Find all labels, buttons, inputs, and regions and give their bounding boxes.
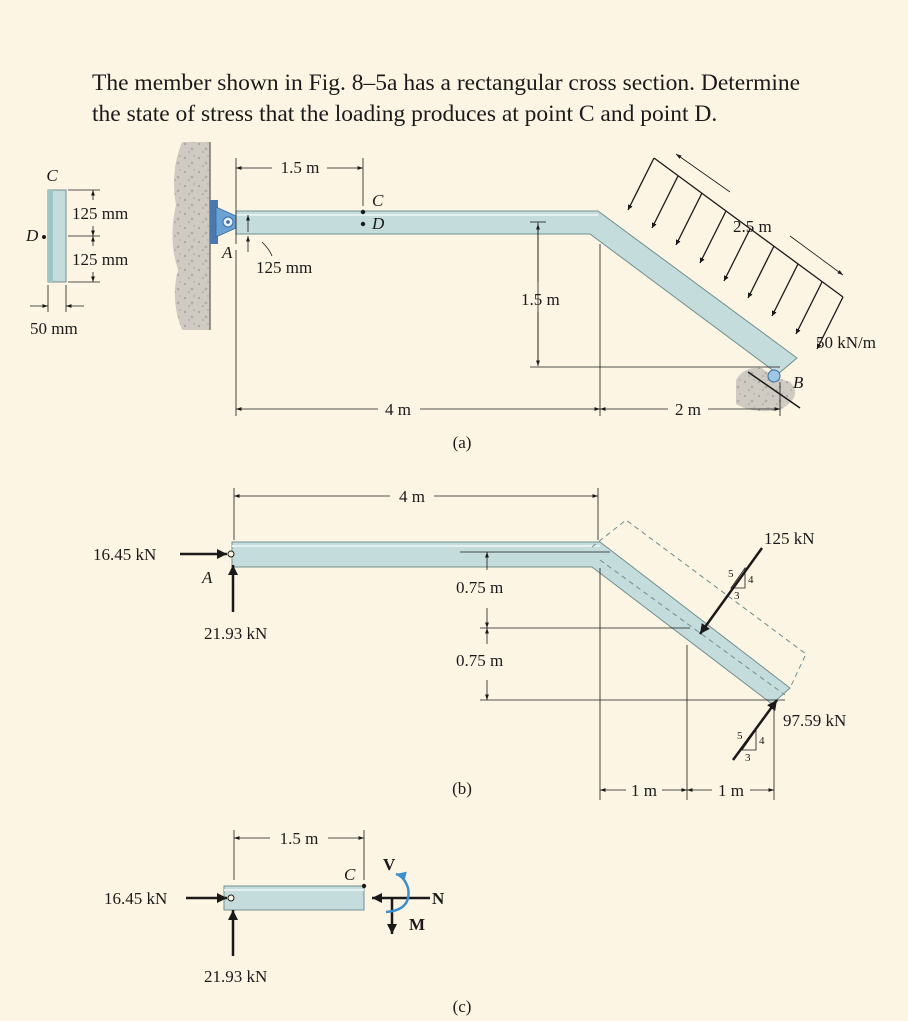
svg-text:4: 4 <box>748 574 754 586</box>
reaction-b-label: 97.59 kN <box>783 711 846 730</box>
problem-statement: The member shown in Fig. 8–5a has a rect… <box>92 68 892 130</box>
dim-4m-b: 4 m <box>399 487 425 506</box>
figure-c: 1.5 m 16.45 kN 21.93 kN C V N M (c) <box>104 829 471 1016</box>
member-b <box>231 541 791 705</box>
resultant-load-arrow <box>698 547 764 635</box>
member-a <box>235 210 798 375</box>
svg-text:5: 5 <box>737 730 743 742</box>
svg-text:3: 3 <box>734 590 740 602</box>
caption-c: (c) <box>453 997 472 1016</box>
problem-line-1: The member shown in Fig. 8–5a has a rect… <box>92 70 801 96</box>
moment-arrow <box>385 871 410 914</box>
cross-section-width-dim: 50 mm <box>30 319 78 338</box>
dim-2-5m: 2.5 m <box>733 217 772 236</box>
dim-2m: 2 m <box>675 400 701 419</box>
dim-1-5m-c: 1.5 m <box>280 829 319 848</box>
load-envelope-dashed <box>591 519 807 689</box>
slope-triangle-upper: 5 4 3 <box>728 566 754 602</box>
dim-0-75m-upper: 0.75 m <box>456 578 503 597</box>
support-a-label: A <box>221 243 233 262</box>
shear-label: V <box>383 855 396 874</box>
dim-1-5m: 1.5 m <box>281 158 320 177</box>
normal-label: N <box>432 889 445 908</box>
roller-support-b: B <box>736 367 804 412</box>
support-b-label: B <box>793 373 804 392</box>
cross-section-lower-dim: 125 mm <box>72 250 128 269</box>
svg-text:5: 5 <box>728 568 734 580</box>
caption-b: (b) <box>452 779 472 798</box>
force-horizontal-label: 16.45 kN <box>93 545 156 564</box>
point-c-label-c: C <box>344 865 356 884</box>
dim-1m-left: 1 m <box>631 781 657 800</box>
caption-a: (a) <box>453 433 472 452</box>
pin-support-a <box>210 200 237 244</box>
moment-label: M <box>409 915 425 934</box>
support-a-label-b: A <box>201 568 213 587</box>
dim-0-75m-lower: 0.75 m <box>456 651 503 670</box>
dim-4m: 4 m <box>385 400 411 419</box>
point-d-label: D <box>371 214 385 233</box>
cross-section-upper-dim: 125 mm <box>72 204 128 223</box>
distributed-load-arrows <box>627 157 844 350</box>
slope-triangle-lower: 5 4 3 <box>737 728 765 764</box>
cross-section-point-c: C <box>46 166 58 185</box>
svg-text:4: 4 <box>759 735 765 747</box>
svg-text:3: 3 <box>745 752 751 764</box>
cross-section: C D 125 mm 125 mm 50 mm <box>25 166 128 338</box>
force-horizontal-label-c: 16.45 kN <box>104 889 167 908</box>
problem-line-2: the state of stress that the loading pro… <box>92 101 718 127</box>
reaction-b-arrow <box>731 699 779 761</box>
point-c-label: C <box>372 191 384 210</box>
force-vertical-label-c: 21.93 kN <box>204 967 267 986</box>
force-vertical-label: 21.93 kN <box>204 624 267 643</box>
cross-section-point-d: D <box>25 226 39 245</box>
resultant-load-label: 125 kN <box>764 529 815 548</box>
load-label: 50 kN/m <box>816 333 876 352</box>
wall-support <box>172 142 210 330</box>
figure-a: C D 125 mm 125 mm 50 mm <box>25 142 876 452</box>
dim-1-5m-vertical: 1.5 m <box>521 290 560 309</box>
dim-1m-right: 1 m <box>718 781 744 800</box>
figure-b: 4 m 16.45 kN A 21.93 kN 0.75 m 0.75 m 12… <box>93 487 846 800</box>
dim-125mm: 125 mm <box>256 258 312 277</box>
